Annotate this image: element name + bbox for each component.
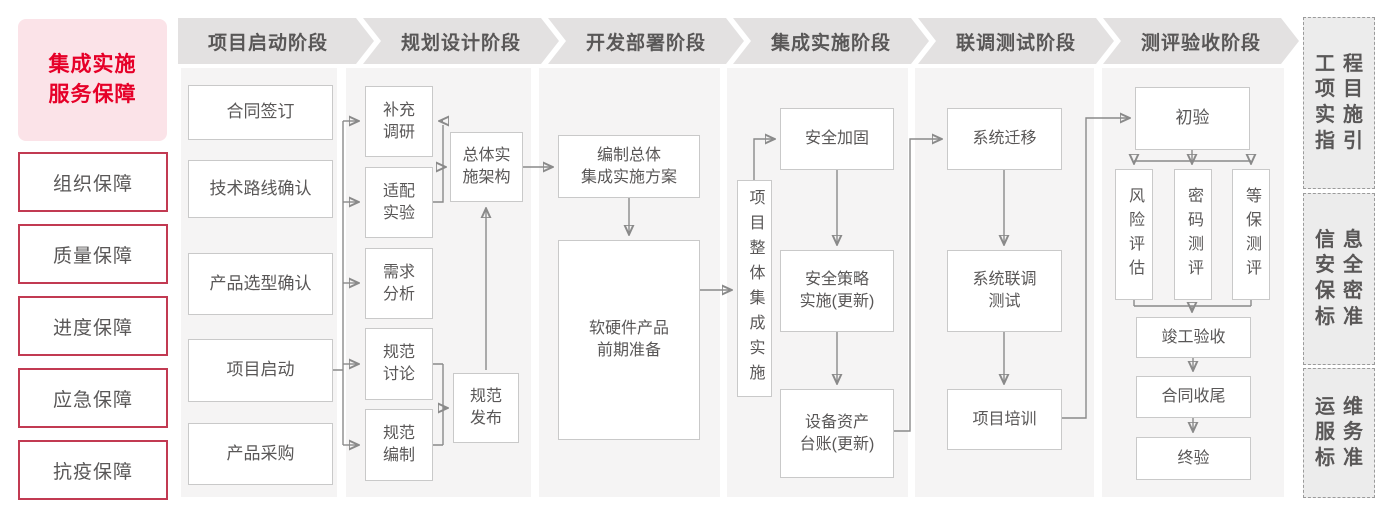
stage-banner-joint-testing: 联调测试阶段 [918, 18, 1114, 64]
sidebar-title: 集成实施 服务保障 [18, 19, 167, 141]
stage-banner-project-start: 项目启动阶段 [178, 18, 374, 64]
refbox-project-implementation-guide: 工程 项目 实施 指引 [1303, 17, 1375, 189]
flow-box-project-training: 项目培训 [947, 389, 1062, 450]
refbox-infosec-confidentiality-standard: 信息 安全 保密 标准 [1303, 193, 1375, 365]
sidebar-item-schedule-guarantee: 进度保障 [18, 296, 168, 356]
flow-box-spec-drafting: 规范 编制 [365, 409, 433, 481]
flow-box-risk-assessment: 风险评估 [1115, 169, 1153, 300]
flow-box-initial-acceptance: 初验 [1135, 87, 1250, 150]
flow-box-requirement-analysis: 需求 分析 [365, 248, 433, 319]
stage-banner-evaluation-acceptance: 测评验收阶段 [1103, 18, 1299, 64]
flow-box-system-joint-testing: 系统联调 测试 [947, 250, 1062, 332]
stage-banner-integration: 集成实施阶段 [733, 18, 929, 64]
flow-box-contract-signing: 合同签订 [188, 85, 333, 140]
stage-banner-planning-design: 规划设计阶段 [363, 18, 559, 64]
stage-banner-dev-deploy: 开发部署阶段 [548, 18, 744, 64]
sidebar-item-emergency-guarantee: 应急保障 [18, 368, 168, 428]
flow-box-security-hardening: 安全加固 [780, 108, 894, 170]
flow-box-spec-release: 规范 发布 [453, 373, 519, 443]
flow-box-system-migration: 系统迁移 [947, 108, 1062, 170]
flow-box-tech-route-confirm: 技术路线确认 [188, 160, 333, 218]
flow-box-overall-implementation-architecture: 总体实 施架构 [450, 132, 523, 202]
refbox-om-service-standard: 运维 服务 标准 [1303, 368, 1375, 498]
flow-box-overall-integration-plan: 编制总体 集成实施方案 [558, 135, 700, 198]
flow-box-spec-discussion: 规范 讨论 [365, 328, 433, 400]
sidebar-item-org-guarantee: 组织保障 [18, 152, 168, 212]
flow-box-hw-sw-preparation: 软硬件产品 前期准备 [558, 240, 700, 440]
flow-box-product-selection-confirm: 产品选型确认 [188, 253, 333, 315]
flow-box-crypto-evaluation: 密码测评 [1174, 169, 1212, 300]
flow-box-overall-project-integration: 项目整体集成实施 [737, 180, 772, 397]
flow-box-product-procurement: 产品采购 [188, 423, 333, 485]
flow-box-mlps-evaluation: 等保测评 [1232, 169, 1270, 300]
sidebar-item-quality-guarantee: 质量保障 [18, 224, 168, 284]
flow-box-adaptation-test: 适配 实验 [365, 167, 433, 238]
flow-box-contract-closure: 合同收尾 [1136, 376, 1251, 418]
flow-box-asset-ledger-update: 设备资产 台账(更新) [780, 389, 894, 478]
flow-box-project-kickoff: 项目启动 [188, 339, 333, 402]
flow-box-supplementary-research: 补充 调研 [365, 86, 433, 157]
flow-box-final-acceptance: 终验 [1136, 437, 1251, 480]
sidebar-item-epidemic-guarantee: 抗疫保障 [18, 440, 168, 500]
flow-box-security-policy-implementation: 安全策略 实施(更新) [780, 250, 894, 332]
flow-box-completion-acceptance: 竣工验收 [1136, 317, 1251, 358]
